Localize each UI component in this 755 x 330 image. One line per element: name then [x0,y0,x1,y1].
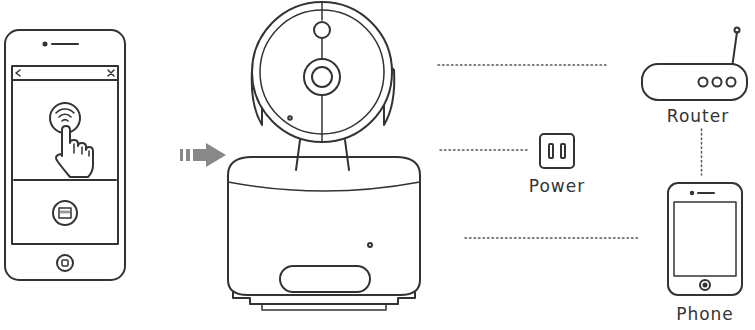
device-label: Router [665,106,731,126]
power-outlet-icon [540,134,574,168]
phone-app [5,30,125,280]
router-node: Router [643,50,753,126]
flow-arrow [180,143,226,167]
phone-icon [668,183,742,295]
camera [228,2,420,310]
dotted-link [701,129,703,175]
router-icon [642,28,747,101]
device-label: Phone [674,304,736,324]
power-node: Power [517,130,597,196]
device-label: Power [527,176,587,196]
phone-node: Phone [658,178,752,324]
dotted-link [438,65,640,238]
